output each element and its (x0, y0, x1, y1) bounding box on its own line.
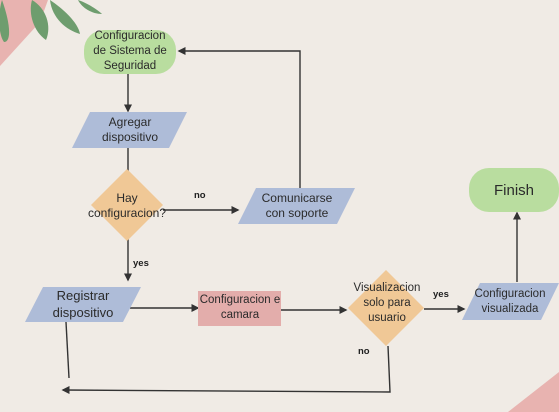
edge-label-yes-viewed: yes (433, 289, 449, 300)
contact-support-node-shape (238, 188, 355, 224)
edge-label-yes-register: yes (133, 258, 149, 269)
add-device-node-shape (72, 112, 187, 148)
start-node-shape (84, 30, 176, 74)
edge-label-no-loop: no (358, 346, 370, 357)
user-only-view-decision-shape (348, 270, 424, 346)
connector-register-stub (65, 321, 70, 379)
edge-label-no-support: no (194, 190, 206, 201)
has-config-decision-shape (91, 169, 163, 241)
top-left-decoration (0, 0, 102, 66)
connector-no-loop-back (61, 345, 391, 395)
connectors (61, 47, 521, 395)
finish-node-shape (469, 168, 559, 212)
leaf-shape (50, 0, 80, 34)
bottom-right-decoration (508, 372, 559, 412)
config-viewed-node-shape (462, 283, 559, 320)
leaf-shape (30, 0, 49, 40)
register-device-node-shape (25, 287, 141, 322)
leaf-shape (0, 0, 9, 42)
camera-config-node-shape (198, 291, 281, 326)
connector-support-to-start (177, 47, 301, 188)
leaf-shape (78, 0, 102, 14)
